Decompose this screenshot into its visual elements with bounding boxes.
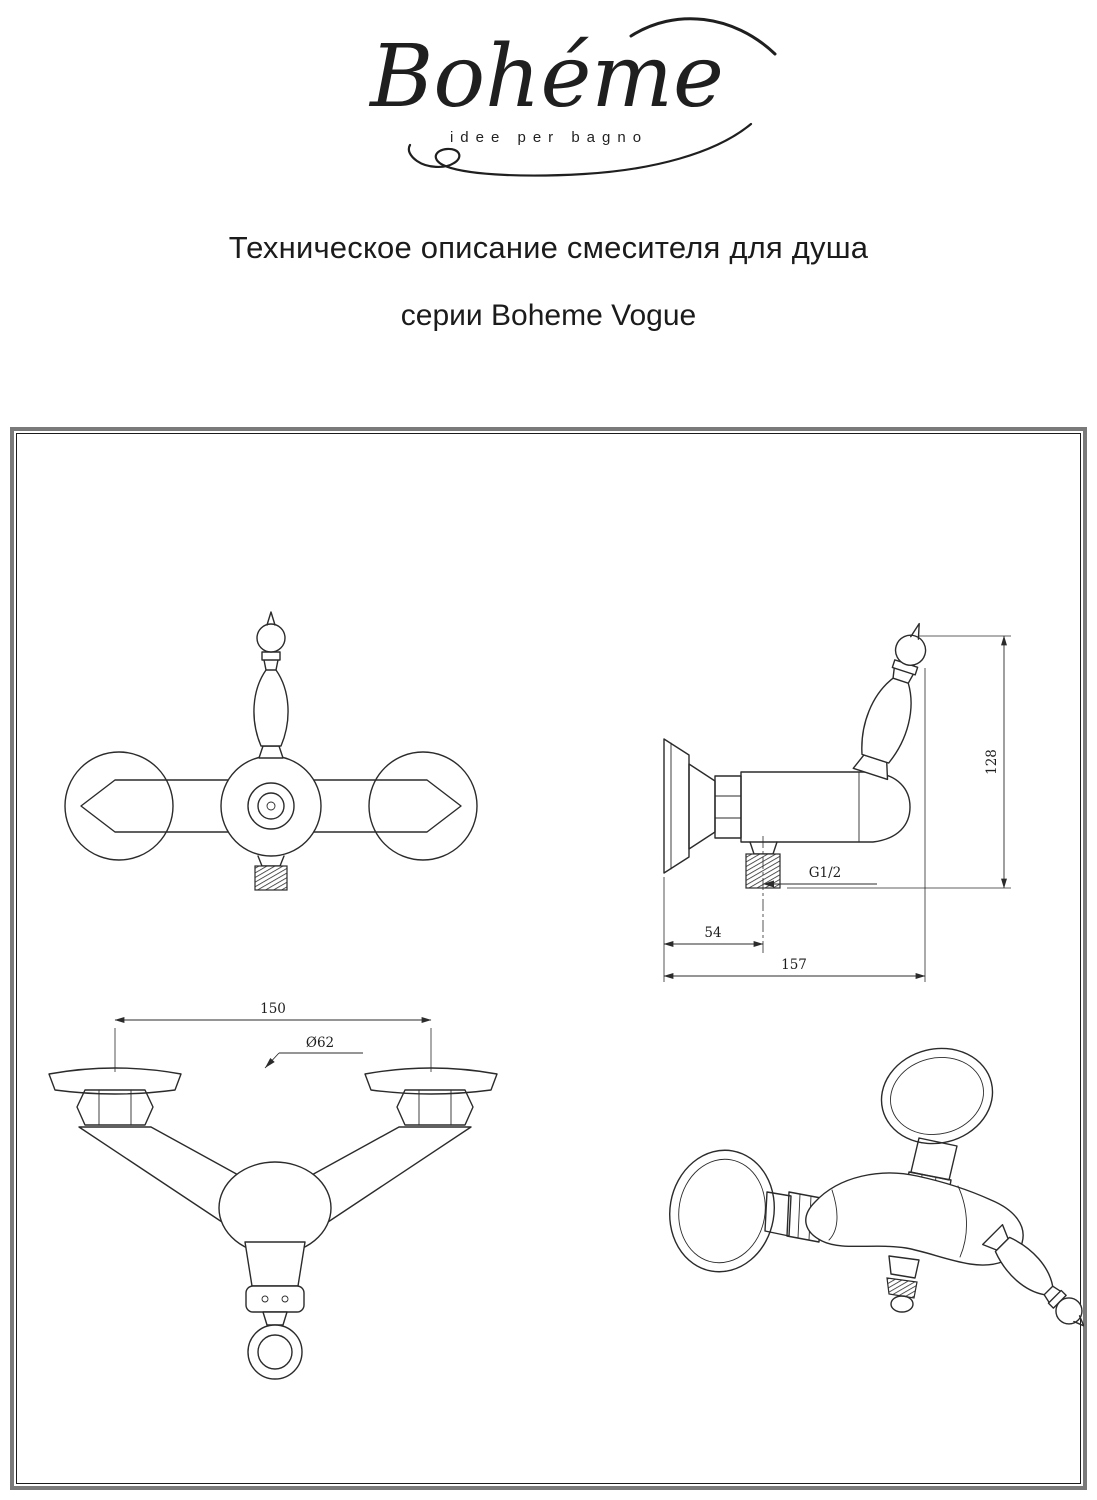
drawing-frame-inner: 128 G1/2 54 157 xyxy=(16,433,1084,1484)
logo-script: Bohéme xyxy=(368,27,724,127)
perspective-body xyxy=(805,1172,1024,1266)
flange-leader-arrow xyxy=(265,1058,275,1068)
logo-tagline: idee per bagno xyxy=(449,129,647,146)
document-title-line1: Техническое описание смесителя для душа xyxy=(228,230,869,265)
technical-drawing: 128 G1/2 54 157 xyxy=(48,611,1084,1380)
dim-label-thread: G1/2 xyxy=(809,865,842,881)
dim-label-total-width: 157 xyxy=(781,957,807,973)
brand-logo: Bohéme idee per bagno xyxy=(279,4,819,216)
side-wall-flange xyxy=(663,738,690,874)
perspective-view-drawing xyxy=(669,1047,1084,1327)
side-handle xyxy=(852,622,927,781)
bottom-right-flange xyxy=(364,1067,498,1095)
nut-facet xyxy=(797,1193,801,1239)
dim-label-offset: 54 xyxy=(704,925,721,941)
logo-swash-top xyxy=(629,17,776,56)
brand-logo-art: Bohéme idee per bagno xyxy=(368,17,776,177)
bottom-body-hub xyxy=(218,1161,332,1255)
front-hub-center xyxy=(266,801,276,811)
bottom-right-nut xyxy=(396,1089,474,1126)
dim-label-height: 128 xyxy=(984,749,1000,775)
front-hub-ring xyxy=(247,782,295,830)
bottom-view-dimensions: 150 Ø62 xyxy=(114,1001,432,1072)
side-view-dimensions: 128 G1/2 54 157 xyxy=(663,635,1011,982)
logo-flourish xyxy=(407,122,752,177)
front-right-flange xyxy=(368,751,478,861)
side-hex-nut xyxy=(714,775,742,839)
perspective-body-shading xyxy=(828,1185,967,1258)
side-view-drawing xyxy=(663,622,927,956)
front-left-flange xyxy=(64,751,174,861)
perspective-lower-flange xyxy=(669,1149,775,1273)
dim-label-span: 150 xyxy=(260,1001,286,1017)
perspective-handle xyxy=(981,1223,1084,1327)
bottom-outlet-ring-inner xyxy=(257,1334,293,1370)
perspective-outlet xyxy=(886,1255,920,1313)
front-body-hub xyxy=(220,755,322,857)
front-view-drawing xyxy=(64,611,478,891)
bottom-left-flange xyxy=(48,1067,182,1095)
document-title-line2: серии Boheme Vogue xyxy=(400,299,697,332)
front-handle xyxy=(253,611,289,759)
dim-label-flange-diameter: Ø62 xyxy=(306,1035,334,1051)
front-right-arm xyxy=(310,779,462,833)
side-cone xyxy=(688,763,716,850)
bottom-outlet-ring xyxy=(247,1324,303,1380)
drawing-frame: 128 G1/2 54 157 xyxy=(10,427,1087,1490)
bottom-spout-cap xyxy=(245,1285,305,1313)
bottom-spout-neck xyxy=(244,1241,306,1287)
bottom-connector xyxy=(262,1311,288,1326)
bottom-left-nut xyxy=(76,1089,154,1126)
side-outlet xyxy=(745,836,781,956)
set-screw xyxy=(281,1295,289,1303)
front-outlet xyxy=(254,855,288,891)
perspective-lower-nut xyxy=(786,1191,822,1243)
front-left-arm xyxy=(80,779,232,833)
set-screw xyxy=(261,1295,269,1303)
perspective-upper-flange xyxy=(880,1047,994,1145)
front-hub-ring-inner xyxy=(257,792,285,820)
bottom-view-drawing xyxy=(48,1067,498,1380)
side-body xyxy=(740,771,911,843)
